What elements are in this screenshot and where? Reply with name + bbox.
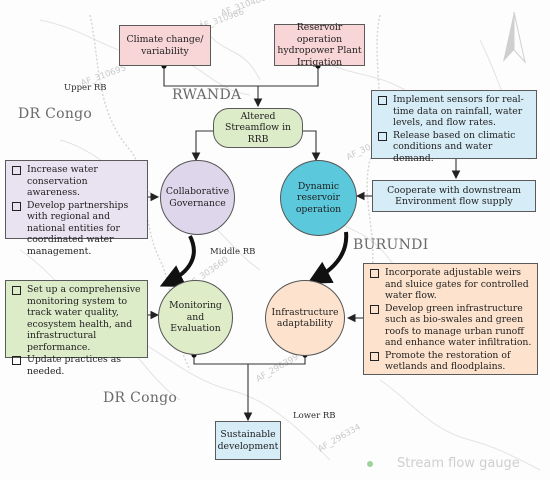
bullet-icon (12, 201, 21, 211)
reservoir-operation-box: Reservoir operation hydropower Plant Irr… (274, 22, 365, 68)
sensors-list-box: Implement sensors for real-time data on … (371, 90, 537, 164)
bullet-icon (378, 131, 387, 141)
monitoring-list-box: Set up a comprehensive monitoring system… (5, 280, 148, 377)
region-dr-congo-top: DR Congo (18, 106, 93, 122)
list-item: Develop partnerships with regional and n… (12, 200, 142, 258)
list-item: Release based on climatic conditions and… (378, 130, 531, 165)
bullet-icon (370, 304, 379, 314)
bullet-icon (12, 166, 21, 175)
infrastructure-list-box: Incorporate adjustable weirs and sluice … (363, 263, 538, 375)
altered-streamflow-node: Altered Streamflow in RRB (213, 108, 303, 148)
dynamic-reservoir-node: Dynamic reservoir operation (280, 160, 357, 236)
bullet-icon (378, 96, 387, 105)
collaborative-governance-node: Collaborative Governance (160, 160, 235, 235)
bullet-icon (370, 351, 379, 361)
list-item: Implement sensors for real-time data on … (378, 94, 531, 129)
infrastructure-adaptability-node: Infrastructure adaptability (265, 280, 345, 356)
list-item: Set up a comprehensive monitoring system… (12, 284, 142, 353)
list-item: Promote the restoration of wetlands and … (370, 350, 532, 373)
label-upper-rb: Upper RB (64, 83, 107, 93)
governance-list-box: Increase water conservation awareness. D… (5, 160, 148, 257)
sustainable-development-box: Sustainable development (215, 421, 281, 460)
monitoring-evaluation-node: Monitoring and Evaluation (158, 280, 233, 355)
stream-gauge-icon (367, 461, 373, 467)
bullet-icon (12, 286, 21, 295)
label-middle-rb: Middle RB (210, 247, 256, 257)
list-item: Incorporate adjustable weirs and sluice … (370, 267, 532, 302)
list-item: Develop green infrastructure such as bio… (370, 303, 532, 349)
cooperate-downstream-box: Cooperate with downstream Environment fl… (372, 180, 536, 212)
climate-change-box: Climate change/ variability (119, 25, 211, 66)
stream-flow-gauge-label: Stream flow gauge (397, 456, 520, 471)
bullet-icon (12, 356, 21, 365)
bullet-icon (370, 269, 379, 278)
north-arrow-icon (503, 11, 526, 64)
list-item: Update practices as needed. (12, 354, 142, 377)
region-rwanda: RWANDA (172, 87, 242, 103)
list-item: Increase water conservation awareness. (12, 164, 142, 199)
region-burundi: BURUNDI (353, 237, 429, 253)
region-dr-congo-bottom: DR Congo (103, 390, 178, 406)
label-lower-rb: Lower RB (293, 411, 336, 421)
